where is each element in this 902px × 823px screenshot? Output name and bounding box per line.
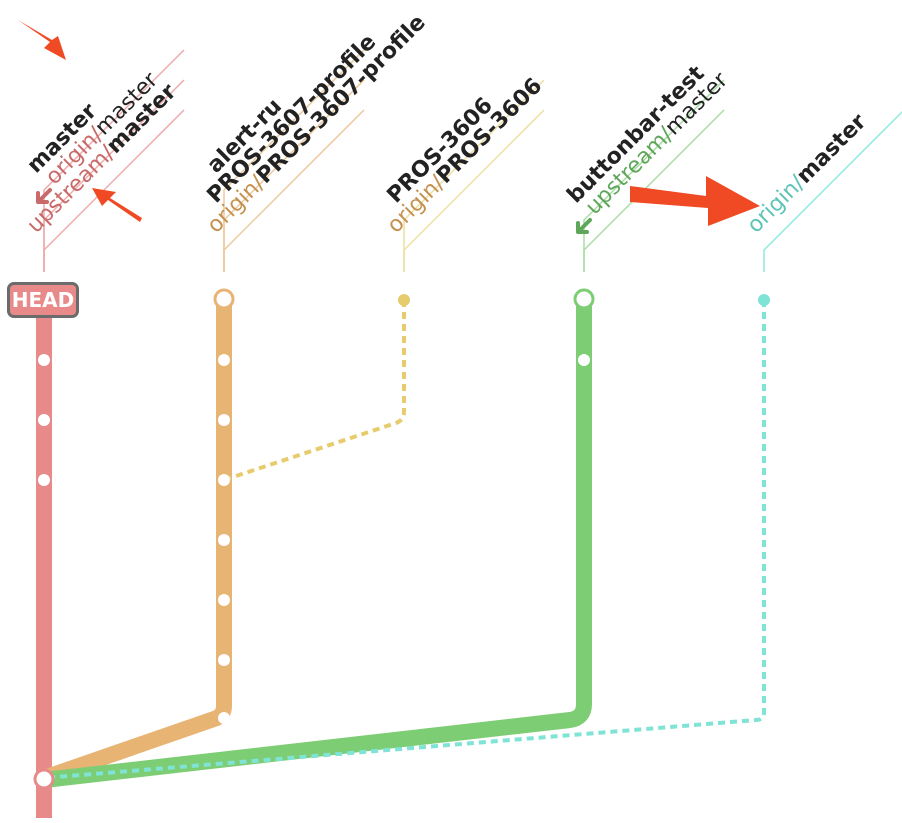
commit-dot-tip [213, 288, 235, 310]
branch-line-orange [41, 300, 232, 786]
commit-dot [578, 354, 590, 366]
ref-label: origin/PROS-3606 [383, 73, 548, 238]
branch-line-teal [43, 300, 766, 780]
ref-leader-line [763, 110, 902, 272]
tracking-arrow-icon [576, 218, 592, 234]
tracking-arrow-icon [36, 188, 52, 204]
branch-line-green [43, 300, 592, 788]
commit-dots [33, 288, 770, 790]
commit-dot [218, 712, 230, 724]
annotation-arrows [18, 20, 760, 226]
ref-leader-line [583, 109, 725, 272]
ref-leader-line [403, 109, 545, 272]
ref-leader-line [43, 109, 185, 272]
commit-dot-merge-base [33, 768, 55, 790]
ref-leader-line [223, 109, 365, 272]
branch-lines [36, 300, 766, 818]
ref-label: buttonbar-test [563, 61, 710, 208]
branch-line-yellow [223, 300, 406, 482]
ref-name: master [792, 109, 871, 188]
ref-name: PROS-3607-profile [252, 10, 431, 189]
commit-dot [38, 354, 50, 366]
commit-dot [38, 474, 50, 486]
commit-dot-tip [398, 294, 410, 306]
commit-dot [218, 414, 230, 426]
annotation-arrow-icon [630, 176, 760, 226]
annotation-arrow-icon [18, 20, 66, 60]
ref-name: buttonbar-test [563, 61, 710, 208]
commit-dot [218, 654, 230, 666]
commit-dot-tip [573, 288, 595, 310]
commit-dot [218, 534, 230, 546]
commit-dot [38, 414, 50, 426]
commit-dot [218, 354, 230, 366]
commit-dot [218, 594, 230, 606]
ref-leader-lines [43, 49, 902, 272]
ref-label: origin/master [743, 109, 872, 238]
commit-dot-tip [758, 294, 770, 306]
annotation-arrow-icon [92, 188, 142, 222]
head-badge[interactable]: HEAD [7, 282, 79, 318]
commit-dot [218, 474, 230, 486]
